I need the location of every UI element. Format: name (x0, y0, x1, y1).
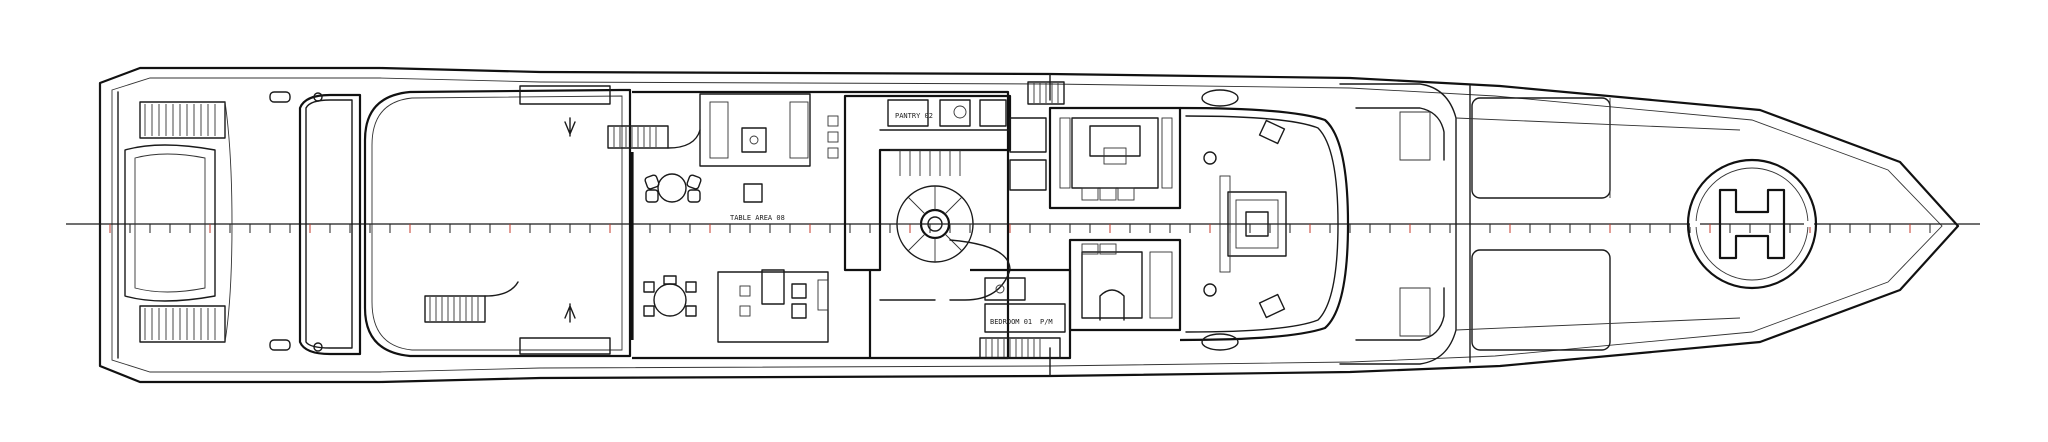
aft-stair-starboard (429, 297, 479, 321)
frame-ticks (109, 224, 1931, 233)
service-stair (890, 149, 990, 176)
service-core: PANTRY 02 (843, 94, 1012, 358)
spiral-staircase-icon (896, 185, 974, 263)
stern-area (124, 101, 233, 343)
bridge-area (1179, 89, 1350, 351)
round-table-port (644, 173, 702, 203)
stern-stair-port (144, 104, 216, 136)
cabin-suffix-label: P/M (1040, 318, 1053, 326)
foredeck (1339, 83, 1611, 365)
forward-cabins (1048, 106, 1182, 332)
helipad-h-icon (1686, 158, 1818, 290)
lounge-set-port (699, 93, 811, 167)
pantry-label: PANTRY 02 (895, 112, 933, 120)
lower-stair (979, 337, 1061, 359)
aft-deck (269, 85, 701, 358)
cabin-label: BEDROOM 01 (990, 318, 1032, 326)
edge-details (1049, 73, 1741, 377)
salon-seating-starboard (717, 269, 829, 343)
hull-outline (98, 66, 1960, 384)
stern-stair-starboard (144, 308, 216, 340)
upper-stair-port (1027, 81, 1065, 105)
dining-table-starboard (643, 275, 697, 317)
starboard-cabins: BEDROOM 01 P/M (970, 81, 1072, 360)
dining-area-label: TABLE AREA 08 (730, 214, 785, 222)
aft-stair-port (613, 127, 657, 147)
main-salon: TABLE AREA 08 (630, 90, 1010, 360)
